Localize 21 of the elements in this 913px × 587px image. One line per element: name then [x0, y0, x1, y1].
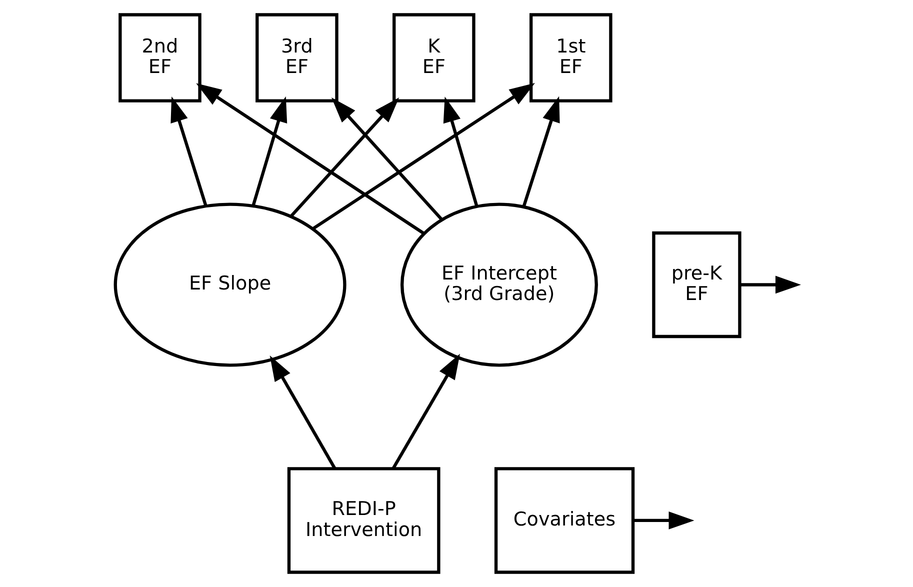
arrow: [392, 354, 460, 470]
node-ellipse: EF Intercept (3rd Grade): [400, 202, 598, 367]
arrow: [270, 355, 336, 470]
node-box: 1st EF: [529, 13, 612, 102]
arrow: [443, 96, 478, 207]
node-box: pre-K EF: [652, 231, 742, 338]
node-box: K EF: [392, 13, 476, 102]
node-ellipse: EF Slope: [114, 202, 346, 367]
arrow: [170, 96, 208, 206]
arrow: [633, 512, 694, 530]
arrow: [196, 83, 425, 235]
arrow: [252, 96, 288, 206]
arrow: [331, 98, 443, 221]
arrow: [522, 96, 560, 208]
arrow: [740, 276, 801, 294]
arrow: [290, 98, 400, 218]
node-box: REDI-P Intervention: [287, 467, 440, 574]
node-box: 2nd EF: [118, 13, 202, 102]
arrow: [312, 82, 535, 230]
node-box: 3rd EF: [256, 13, 338, 102]
node-box: Covariates: [494, 467, 635, 574]
